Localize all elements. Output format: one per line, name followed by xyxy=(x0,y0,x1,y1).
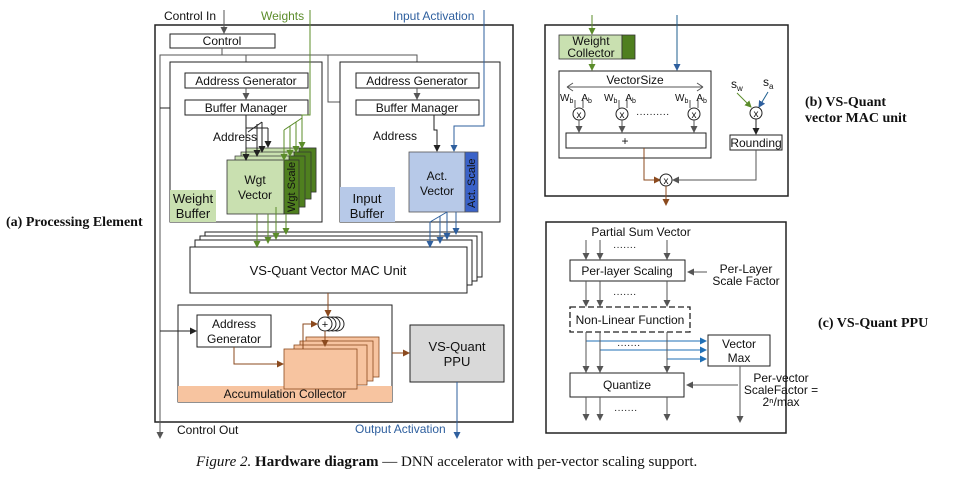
wgt-vector xyxy=(226,159,285,215)
svg-text:·······: ······· xyxy=(613,242,636,253)
weights-label: Weights xyxy=(261,9,304,23)
svg-text:·······: ······· xyxy=(613,289,636,300)
non-linear-function-box xyxy=(569,306,691,333)
per-layer-scale-factor-label-2: Scale Factor xyxy=(712,274,779,288)
act-scale xyxy=(464,151,479,213)
wgt-buffer-manager-label: Buffer Manager xyxy=(205,101,288,115)
vector-adder-label: + xyxy=(621,134,628,148)
input-buffer-label-1: Input xyxy=(353,191,382,206)
input-buffer-label-2: Buffer xyxy=(350,206,385,221)
panel-b-label-2: vector MAC unit xyxy=(805,111,907,126)
mac-lane-ellipsis: ·········· xyxy=(636,109,669,120)
act-vector-label-2: Vector xyxy=(420,184,454,198)
weight-collector-label-1: Weight xyxy=(572,34,610,48)
accum-address-generator xyxy=(196,314,272,348)
per-vector-scale-label-1: Per-vector xyxy=(753,371,808,385)
vector-size-double-arrow-icon xyxy=(566,82,704,92)
svg-text:x: x xyxy=(754,109,759,120)
act-buffer-manager-label: Buffer Manager xyxy=(376,101,459,115)
accum-address-generator-label-2: Generator xyxy=(207,332,261,346)
per-layer-scaling-label: Per-layer Scaling xyxy=(581,264,672,278)
panel-a-label: (a) Processing Element xyxy=(6,215,143,230)
input-activation-label: Input Activation xyxy=(393,9,474,23)
weight-buffer-label-1: Weight xyxy=(173,191,214,206)
vs-quant-ppu xyxy=(409,324,505,383)
wgt-vector-label-2: Vector xyxy=(238,188,272,202)
per-layer-scaling-box xyxy=(569,259,686,282)
adder-plus-glyph: + xyxy=(322,319,328,331)
wgt-address-generator-label: Address Generator xyxy=(195,74,296,88)
weight-collector xyxy=(558,34,623,60)
pe-outer-box xyxy=(154,24,514,423)
wgt-vector-label-1: Wgt xyxy=(244,173,266,187)
weight-collector-label-2: Collector xyxy=(567,46,614,60)
panel-c-ppu: (c) VS-Quant PPU Partial Sum Vector ····… xyxy=(545,221,928,434)
vector-adder xyxy=(565,132,707,149)
vector-max-label-1: Vector xyxy=(722,337,756,351)
svg-text:x: x xyxy=(577,110,582,121)
weight-buffer-label-2: Buffer xyxy=(176,206,211,221)
vector-max-box xyxy=(707,334,771,367)
wgt-scale-label: Wgt Scale xyxy=(286,162,298,212)
rounding-label: Rounding xyxy=(730,136,781,150)
accumulation-collector-label: Accumulation Collector xyxy=(224,387,347,401)
quantize-label: Quantize xyxy=(603,378,651,392)
ppu-label-2: PPU xyxy=(444,354,471,369)
accumulator-registers xyxy=(283,348,358,390)
input-buffer-tag xyxy=(340,187,395,222)
partial-sum-vector-label: Partial Sum Vector xyxy=(591,225,690,239)
act-address-generator-label: Address Generator xyxy=(366,74,467,88)
act-buffer-manager xyxy=(355,99,480,116)
vs-quant-vector-mac-unit xyxy=(189,246,468,294)
per-vector-scale-label-3: 2ⁿ/max xyxy=(762,395,799,409)
figure-caption: Figure 2. Hardware diagram — DNN acceler… xyxy=(195,454,697,470)
svg-text:x: x xyxy=(620,110,625,121)
non-linear-function-label: Non-Linear Function xyxy=(576,313,685,327)
act-vector xyxy=(408,151,466,213)
control-out-label: Control Out xyxy=(177,423,239,437)
act-address-label: Address xyxy=(373,129,417,143)
accumulation-collector-tag xyxy=(178,386,392,402)
output-activation-label: Output Activation xyxy=(355,422,446,436)
ppu-label-1: VS-Quant xyxy=(428,339,485,354)
vector-size-label: VectorSize xyxy=(606,73,664,87)
panel-b-vector-mac-unit: (b) VS-Quant vector MAC unit Weight Coll… xyxy=(544,15,907,206)
svg-text:x: x xyxy=(664,176,669,187)
wgt-scale xyxy=(283,159,300,215)
panel-b-label-1: (b) VS-Quant xyxy=(805,95,886,110)
act-scale-label: Act. Scale xyxy=(466,158,478,208)
panel-c-box xyxy=(545,221,787,434)
weight-buffer-tag xyxy=(170,190,216,222)
svg-text:·······: ······· xyxy=(614,405,637,416)
accum-address-generator-label-1: Address xyxy=(212,317,256,331)
per-layer-scale-factor-label-1: Per-Layer xyxy=(720,262,773,276)
svg-text:x: x xyxy=(692,110,697,121)
vector-max-label-2: Max xyxy=(728,351,751,365)
per-vector-scale-label-2: ScaleFactor = xyxy=(744,383,818,397)
mac-unit-label: VS-Quant Vector MAC Unit xyxy=(250,263,407,278)
act-vector-label-1: Act. xyxy=(427,169,448,183)
wgt-address-label: Address xyxy=(213,130,257,144)
control-label: Control xyxy=(203,34,242,48)
control-in-label: Control In xyxy=(164,9,216,23)
svg-text:·······: ······· xyxy=(617,340,640,351)
panel-c-label: (c) VS-Quant PPU xyxy=(818,316,928,331)
quantize-box xyxy=(569,372,685,398)
panel-a-processing-element: (a) Processing Element Control In Weight… xyxy=(6,9,514,439)
svg-text:sw: sw xyxy=(731,77,743,93)
svg-text:sa: sa xyxy=(763,75,774,91)
